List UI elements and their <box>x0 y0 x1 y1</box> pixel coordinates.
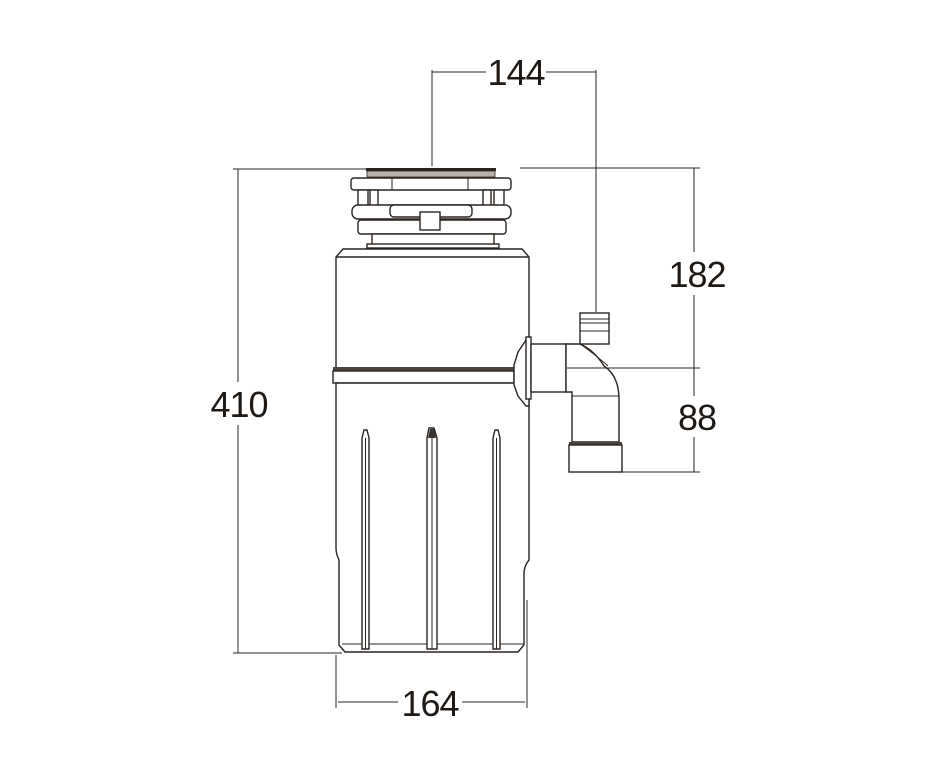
rib-right <box>492 429 501 650</box>
dimension-right-88: 88 <box>620 367 717 473</box>
dimension-left-410: 410 <box>210 168 370 654</box>
dimension-label-144: 144 <box>487 52 544 93</box>
dimension-right-182: 182 <box>520 167 727 368</box>
grinding-chamber <box>335 382 530 653</box>
dimension-label-410: 410 <box>210 384 267 425</box>
housing-band <box>332 367 515 384</box>
motor-housing <box>335 248 530 369</box>
rib-center <box>426 427 438 650</box>
dimension-label-182: 182 <box>668 254 725 295</box>
rib-left <box>361 429 370 650</box>
dimension-bottom-164: 164 <box>335 600 528 724</box>
sink-mount-assembly <box>350 168 512 249</box>
dimension-label-164: 164 <box>401 683 458 724</box>
dimension-label-88: 88 <box>678 397 716 438</box>
discharge-outlet <box>513 312 623 473</box>
dimension-top-144: 144 <box>431 52 597 312</box>
